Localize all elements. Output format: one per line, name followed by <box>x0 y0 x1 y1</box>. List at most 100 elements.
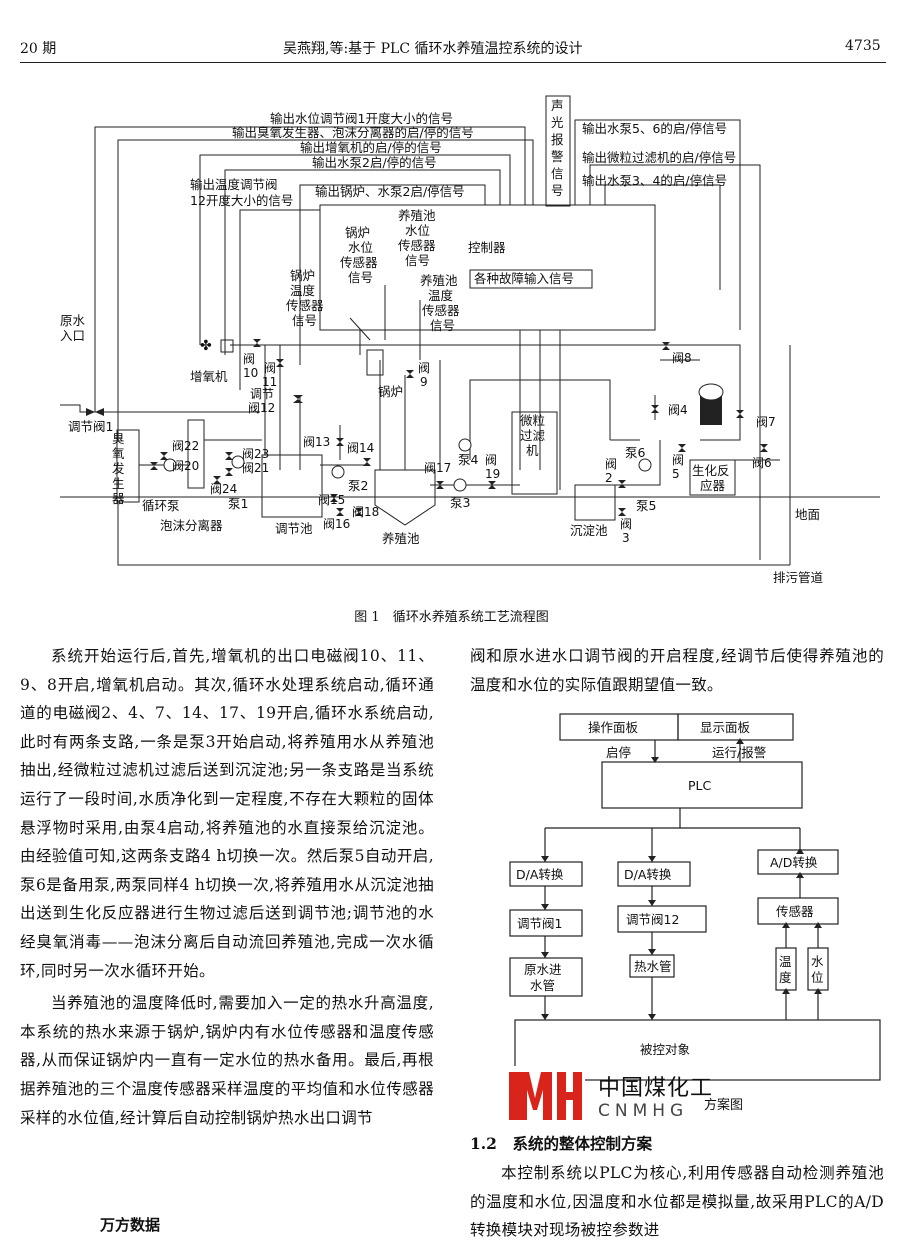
pump-6-icon <box>638 458 652 472</box>
filter-label-3: 机 <box>526 443 539 458</box>
svg-text:信号: 信号 <box>348 270 373 285</box>
wanfang-watermark: 万方数据 <box>100 1214 161 1235</box>
svg-text:阀18: 阀18 <box>352 505 379 519</box>
svg-text:阀: 阀 <box>605 457 617 471</box>
sig-pump34: 输出水泵3、4的启/停信号 <box>582 173 727 188</box>
section-heading-1-2: 1.2 系统的整体控制方案 <box>470 1134 652 1153</box>
svg-text:泵3: 泵3 <box>450 495 470 510</box>
svg-text:阀22: 阀22 <box>172 439 199 453</box>
svg-text:阀6: 阀6 <box>752 456 772 470</box>
temp-label-2: 度 <box>779 970 792 985</box>
svg-text:养殖池: 养殖池 <box>420 273 458 288</box>
bio-filter-column <box>700 395 722 425</box>
raw-water-label-2: 入口 <box>60 328 85 343</box>
svg-text:阀21: 阀21 <box>242 461 269 475</box>
svg-text:信号: 信号 <box>430 318 455 333</box>
bio-reactor <box>689 459 736 496</box>
svg-text:水位: 水位 <box>405 223 430 238</box>
left-paragraph-1: 系统开始运行后,首先,增氧机的出口电磁阀10、11、9、8开启,增氧机启动。其次… <box>20 647 434 980</box>
svg-text:信号: 信号 <box>405 253 430 268</box>
drain-label: 排污管道 <box>773 570 824 585</box>
da-2-label: D/A转换 <box>624 867 672 882</box>
regulating-pond <box>261 454 323 518</box>
svg-text:温度: 温度 <box>290 283 316 298</box>
valve1-label: 调节阀1 <box>517 916 562 931</box>
figure-1-caption: 图 1 循环水养殖系统工艺流程图 <box>354 610 549 625</box>
svg-text:19: 19 <box>485 467 500 481</box>
svg-text:阀13: 阀13 <box>303 435 330 449</box>
svg-text:11: 11 <box>262 375 277 389</box>
svg-text:生: 生 <box>112 476 125 491</box>
start-stop-label: 启停 <box>606 745 631 760</box>
sensor-label: 传感器 <box>776 904 814 919</box>
svg-text:警: 警 <box>551 149 564 164</box>
raw-water-label: 原水 <box>60 313 86 328</box>
svg-text:阀12: 阀12 <box>248 401 275 415</box>
temp-label: 温 <box>779 954 792 969</box>
figure-1-diagram: ✤ 输出水位调节阀1开度大小的信号 输出臭氧发生器、泡沫分离器的启/停的信号 输… <box>60 95 880 585</box>
svg-text:水位: 水位 <box>348 240 373 255</box>
breed-pond-label: 养殖池 <box>382 531 420 546</box>
foam-label: 泡沫分离器 <box>160 518 223 533</box>
left-column: 系统开始运行后,首先,增氧机的出口电磁阀10、11、9、8开启,增氧机启动。其次… <box>20 642 434 1132</box>
reg-valve-1-label: 调节阀1 <box>68 419 113 434</box>
svg-text:养殖池: 养殖池 <box>398 208 436 223</box>
level-label-2: 位 <box>811 970 824 985</box>
bio-label: 生化反 <box>692 463 730 478</box>
svg-text:传感器: 传感器 <box>286 298 324 313</box>
svg-text:阀: 阀 <box>264 361 276 375</box>
svg-text:阀: 阀 <box>672 453 684 467</box>
foam-separator <box>187 419 205 489</box>
svg-text:3: 3 <box>622 531 630 545</box>
svg-text:阀14: 阀14 <box>347 441 374 455</box>
svg-text:泵5: 泵5 <box>636 498 656 513</box>
svg-text:发: 发 <box>112 461 125 476</box>
svg-text:泵4: 泵4 <box>458 452 479 467</box>
svg-text:5: 5 <box>672 467 680 481</box>
plc-label: PLC <box>688 778 712 793</box>
circulation-pump-icon <box>163 458 177 472</box>
svg-text:报: 报 <box>551 132 564 147</box>
svg-text:阀: 阀 <box>620 517 632 531</box>
svg-text:2: 2 <box>605 471 613 485</box>
rawpipe-label-2: 水管 <box>530 978 555 993</box>
svg-text:器: 器 <box>112 491 125 506</box>
svg-text:阀16: 阀16 <box>323 517 350 531</box>
svg-text:阀4: 阀4 <box>668 403 688 417</box>
rawpipe-label: 原水进 <box>524 962 562 977</box>
ozone-label: 臭 氧 发 生 器 <box>112 431 125 506</box>
sig-level-valve: 输出水位调节阀1开度大小的信号 <box>270 111 453 126</box>
sensor-pond-temp: 养殖池 温度 传感器 信号 <box>420 273 460 333</box>
breeding-pond <box>374 469 436 526</box>
bio-label-2: 应器 <box>700 478 726 493</box>
svg-text:阀8: 阀8 <box>672 351 692 365</box>
boiler-label: 锅炉 <box>378 384 403 399</box>
svg-text:泵2: 泵2 <box>348 478 368 493</box>
header-page: 4735 <box>845 38 881 54</box>
svg-text:阀23: 阀23 <box>242 447 269 461</box>
sig-temp-valve-b: 12开度大小的信号 <box>190 193 293 208</box>
op-panel-label: 操作面板 <box>588 720 639 735</box>
svg-text:号: 号 <box>551 183 564 198</box>
header-title: 吴燕翔,等:基于 PLC 循环水养殖温控系统的设计 <box>283 41 583 57</box>
boiler <box>366 349 384 376</box>
disp-panel-label: 显示面板 <box>700 720 751 735</box>
sensor-pond-level: 养殖池 水位 传感器 信号 <box>398 208 436 268</box>
svg-text:锅炉: 锅炉 <box>290 268 315 283</box>
controlled-object-label: 被控对象 <box>640 1042 690 1057</box>
sensor-boiler-level: 锅炉 水位 传感器 信号 <box>340 225 378 285</box>
pump-3-icon <box>453 478 467 492</box>
controlled-object-box <box>514 1019 881 1081</box>
filter-label: 微粒 <box>520 413 545 428</box>
pump-2-icon <box>331 465 345 479</box>
sig-ozone-foam: 输出臭氧发生器、泡沫分离器的启/停的信号 <box>232 125 474 140</box>
svg-text:信号: 信号 <box>292 313 317 328</box>
sig-pump2: 输出水泵2启/停的信号 <box>312 155 437 170</box>
valve12-label: 调节阀12 <box>626 912 679 927</box>
settling-pond <box>574 484 616 521</box>
svg-text:温度: 温度 <box>428 288 454 303</box>
aerator-icon: ✤ <box>200 338 212 354</box>
plc-box <box>601 761 803 809</box>
fault-input-box <box>469 269 593 289</box>
header-rule <box>20 62 886 63</box>
